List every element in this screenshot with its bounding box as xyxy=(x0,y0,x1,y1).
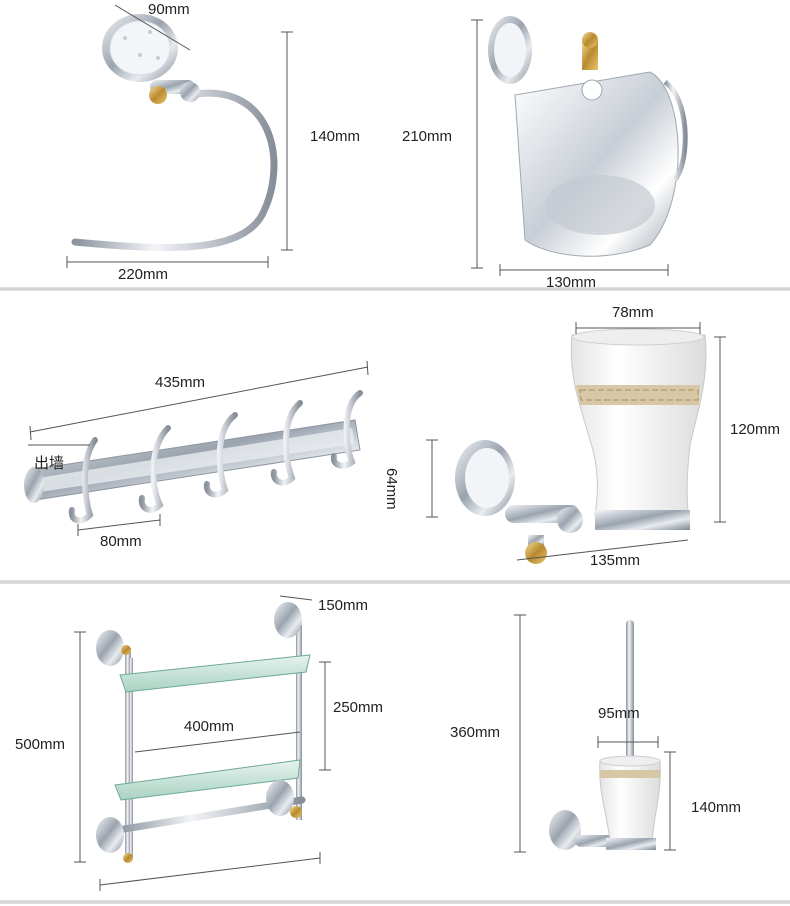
tumbler-base-height-label: 64mm xyxy=(383,468,400,510)
towel-ring-height-label: 140mm xyxy=(310,128,361,145)
section-divider-2 xyxy=(0,580,790,584)
tumbler-depth-label: 135mm xyxy=(590,552,641,569)
paper-holder-height-label: 210mm xyxy=(402,128,453,145)
brush-cup-width-label: 95mm xyxy=(598,705,640,722)
hook-rail-length-label: 435mm xyxy=(155,374,206,391)
towel-ring-width-label: 90mm xyxy=(148,1,190,18)
shelf-gap-label: 250mm xyxy=(333,699,384,716)
section-divider-3 xyxy=(0,900,790,904)
shelf-total-height-label: 500mm xyxy=(15,736,66,753)
hook-wall-label: 出墙 xyxy=(34,455,65,472)
tumbler-holder xyxy=(426,322,726,564)
shelf-depth-label: 150mm xyxy=(318,597,369,614)
tumbler-width-label: 78mm xyxy=(612,304,654,321)
towel-ring-length-label: 220mm xyxy=(118,266,169,283)
hook-spacing-label: 80mm xyxy=(100,533,142,550)
toilet-brush xyxy=(514,614,676,853)
hook-rail xyxy=(24,360,369,536)
paper-holder xyxy=(471,16,688,276)
brush-total-height-label: 360mm xyxy=(450,724,501,741)
tumbler-height-label: 120mm xyxy=(730,421,781,438)
paper-holder-width-label: 130mm xyxy=(546,274,597,291)
glass-shelf xyxy=(74,595,331,891)
section-divider-1 xyxy=(0,287,790,291)
shelf-width-label: 400mm xyxy=(184,718,235,735)
brush-cup-height-label: 140mm xyxy=(691,799,742,816)
towel-ring xyxy=(66,4,293,268)
